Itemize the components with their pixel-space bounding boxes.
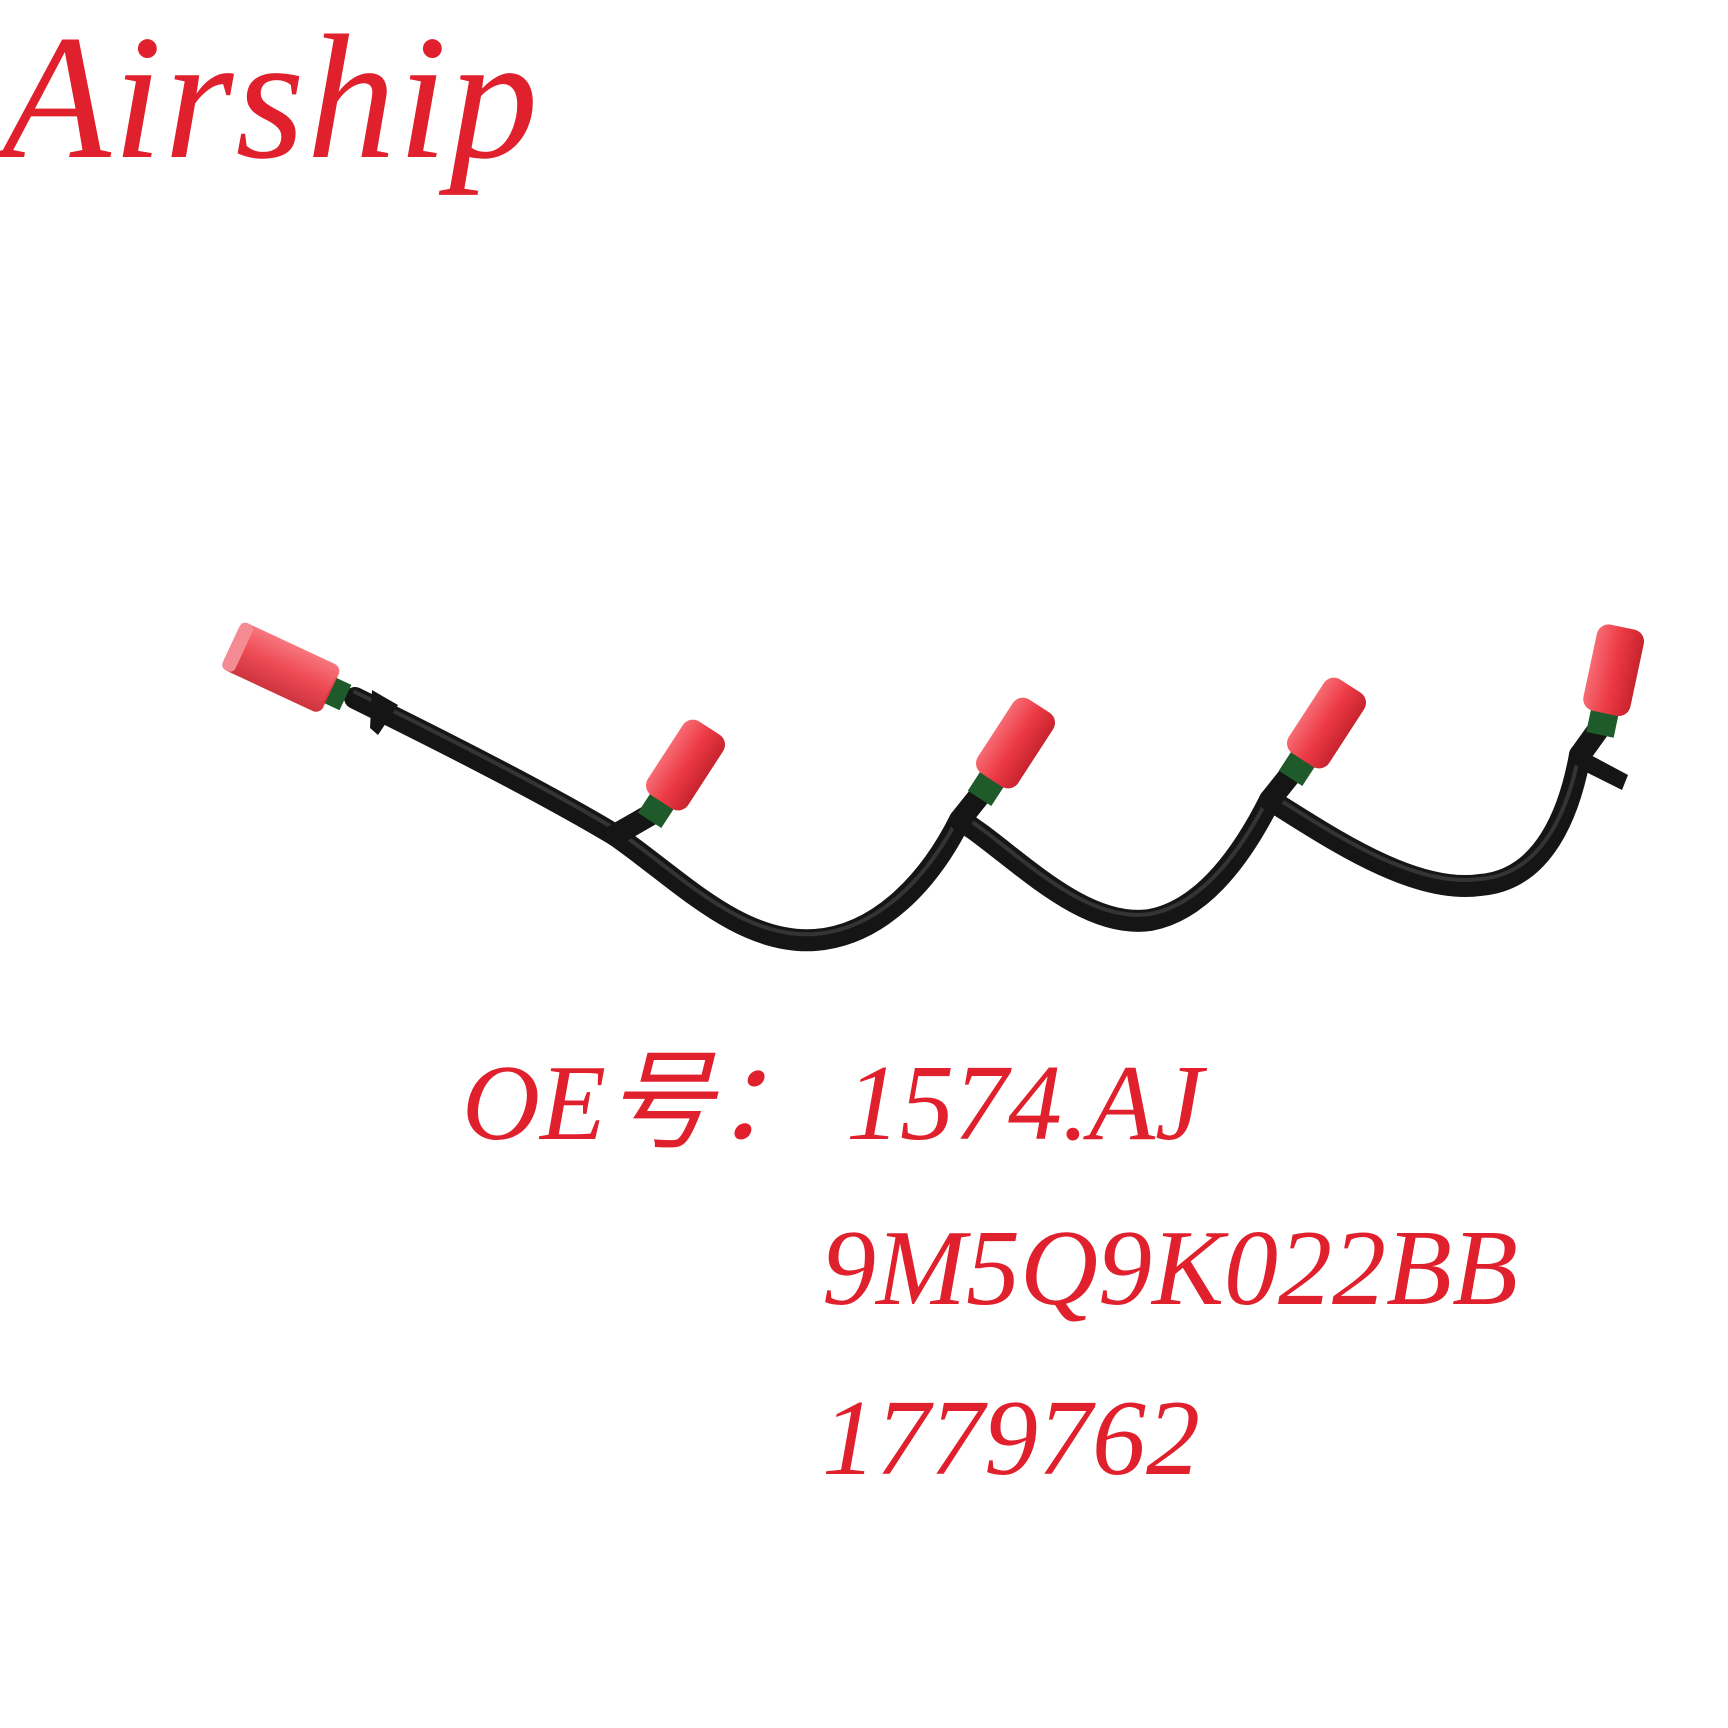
connector-left bbox=[222, 622, 352, 712]
hose-barb-left bbox=[370, 690, 398, 735]
hose-branch-2 bbox=[949, 784, 991, 831]
oe-number-1: 1574.AJ bbox=[846, 1044, 1203, 1163]
hose-branch-4 bbox=[1569, 719, 1609, 766]
hose-branch-3 bbox=[1259, 764, 1301, 811]
connector-branch-2 bbox=[967, 697, 1055, 807]
hose-clip-right bbox=[1582, 752, 1628, 790]
connector-branch-3 bbox=[1278, 677, 1366, 787]
brand-name: Airship bbox=[2, 0, 541, 196]
connector-branch-1 bbox=[637, 719, 725, 829]
hose-branch-1 bbox=[604, 804, 661, 846]
oe-number-3: 1779762 bbox=[822, 1379, 1200, 1498]
oe-number-2: 9M5Q9K022BB bbox=[822, 1209, 1518, 1328]
connector-branch-4 bbox=[1583, 624, 1645, 738]
oe-label: OE号： bbox=[462, 1044, 822, 1163]
